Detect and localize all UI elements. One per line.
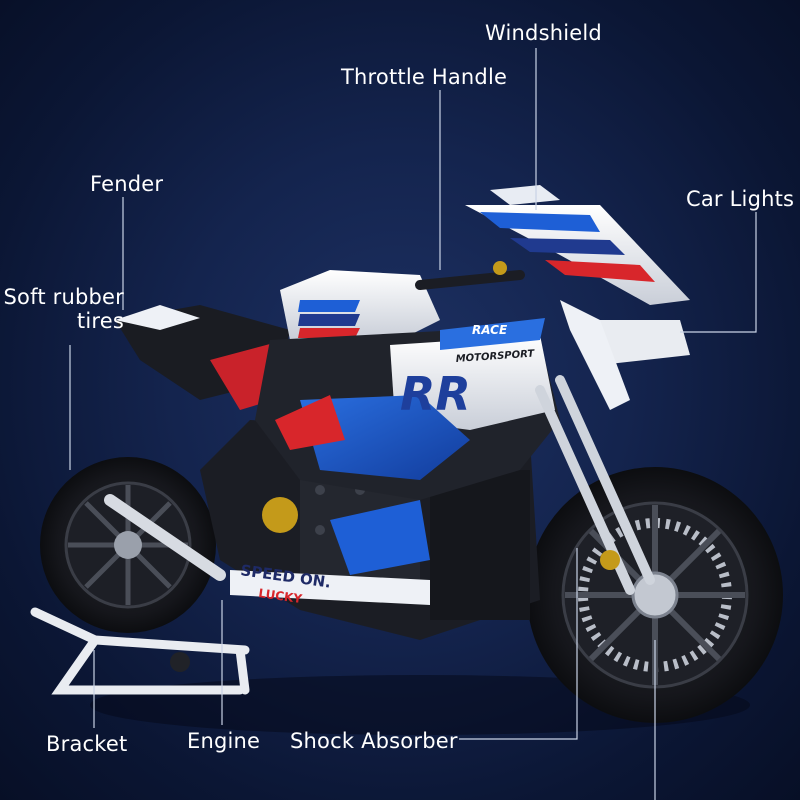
label-soft-rubber-tires: Soft rubber tires <box>3 285 124 333</box>
decal-race: RACE <box>472 323 508 337</box>
label-car-lights: Car Lights <box>686 187 795 211</box>
leader-lines <box>69 48 757 800</box>
exhaust-pipe <box>104 494 226 581</box>
label-throttle-handle: Throttle Handle <box>341 65 508 89</box>
handlebar <box>415 270 525 290</box>
label-shock-absorber: Shock Absorber <box>290 729 458 753</box>
label-fender: Fender <box>90 172 164 196</box>
stand-bracket <box>30 607 250 695</box>
label-windshield: Windshield <box>485 21 602 45</box>
decal-rr: RR <box>400 367 471 421</box>
decal-lucky: LUCKY <box>258 586 304 606</box>
label-engine: Engine <box>187 729 261 753</box>
fairing <box>230 270 560 605</box>
rear-wheel <box>40 457 216 633</box>
front-cowl <box>465 185 690 410</box>
label-bracket: Bracket <box>46 732 128 756</box>
